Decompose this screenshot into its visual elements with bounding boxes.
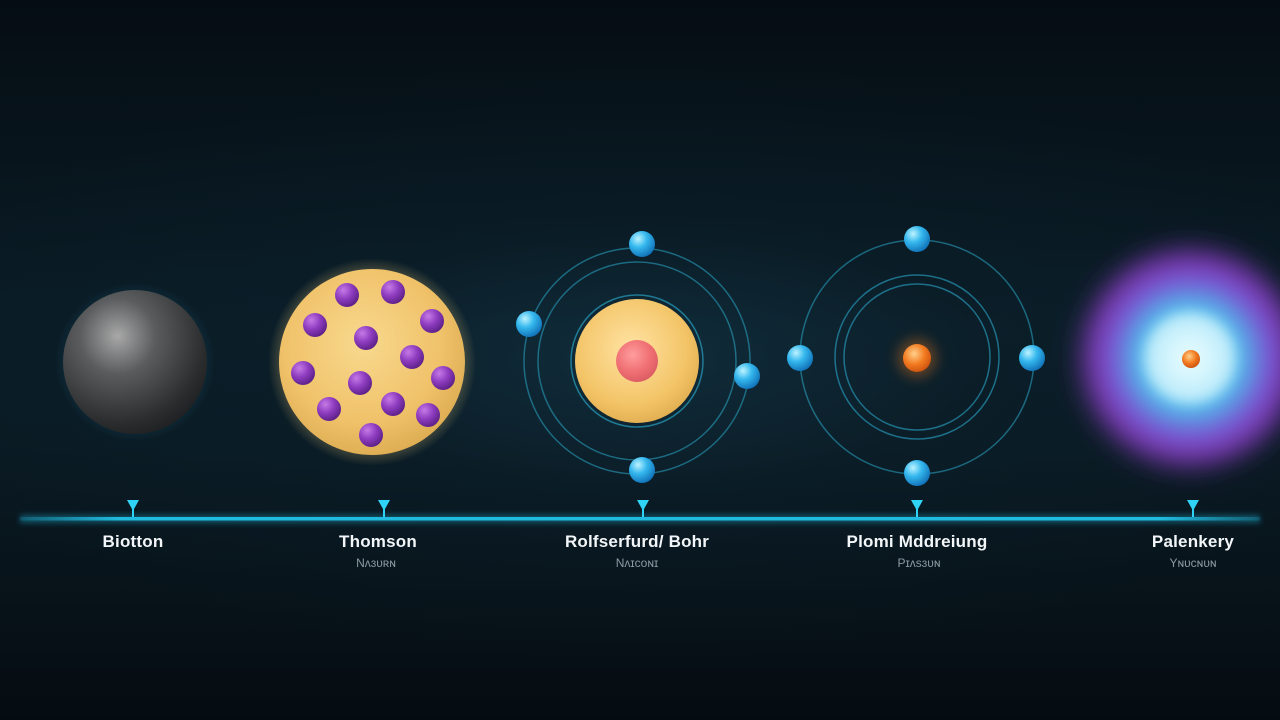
- thomson-model: [268, 258, 476, 466]
- solid-sphere: [63, 290, 207, 434]
- electron: [629, 457, 655, 483]
- electron: [734, 363, 760, 389]
- dalton-model: [55, 282, 215, 442]
- electron: [787, 345, 813, 371]
- model-label-rutherford-bohr: Rolfserfurd/ Bohr: [564, 532, 710, 551]
- electron: [291, 361, 315, 385]
- planetary-model: [787, 226, 1045, 486]
- model-label-quantum: Palenkery: [1151, 532, 1235, 551]
- electron: [904, 226, 930, 252]
- electron: [335, 283, 359, 307]
- nucleus: [903, 344, 931, 372]
- electron: [1019, 345, 1045, 371]
- electron-cloud-model: [1072, 240, 1280, 476]
- timeline-marker: [1187, 500, 1199, 517]
- electron: [431, 366, 455, 390]
- electron: [348, 371, 372, 395]
- timeline-marker: [378, 500, 390, 517]
- timeline-axis: [20, 500, 1260, 523]
- electron: [381, 280, 405, 304]
- electron: [317, 397, 341, 421]
- electron: [381, 392, 405, 416]
- nucleus: [1182, 350, 1200, 368]
- nucleus: [616, 340, 658, 382]
- model-label-thomson: Thomson: [339, 532, 417, 551]
- electron: [629, 231, 655, 257]
- inner-orbit: [843, 283, 991, 431]
- model-sublabel-quantum: Yɴᴜᴄɴᴜɴ: [1169, 556, 1217, 570]
- electron: [420, 309, 444, 333]
- electron: [416, 403, 440, 427]
- electron: [400, 345, 424, 369]
- inner-orbit: [570, 294, 704, 428]
- electron: [354, 326, 378, 350]
- timeline-marker: [127, 500, 139, 517]
- timeline-marker: [911, 500, 923, 517]
- model-label-planetary: Plomi Mddreiung: [846, 532, 988, 551]
- rutherford-bohr-model: [516, 231, 760, 483]
- model-sublabel-planetary: Pɪʌsɜᴜɴ: [897, 556, 941, 570]
- timeline-marker: [637, 500, 649, 517]
- model-label-dalton: Biotton: [102, 532, 164, 551]
- timeline-line: [20, 517, 1260, 521]
- model-sublabel-rutherford-bohr: Nʌɪᴄᴏɴɪ: [615, 556, 659, 570]
- middle-orbit: [834, 274, 1000, 440]
- electron: [516, 311, 542, 337]
- model-sublabel-thomson: Nʌɜᴜʀɴ: [356, 556, 396, 570]
- electron: [303, 313, 327, 337]
- electron: [359, 423, 383, 447]
- electron: [904, 460, 930, 486]
